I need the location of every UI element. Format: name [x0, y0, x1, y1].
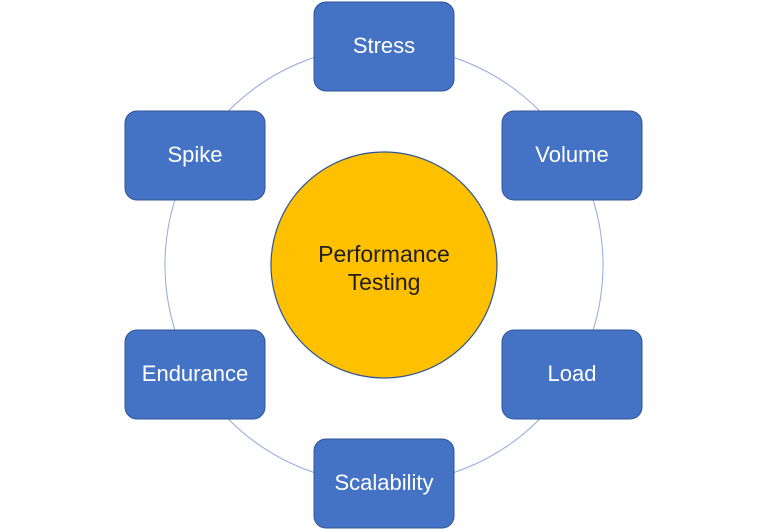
- node-scalability: Scalability: [313, 438, 455, 529]
- node-spike-box: [124, 110, 266, 201]
- node-stress: Stress: [313, 1, 455, 92]
- node-scalability-box: [313, 438, 455, 529]
- node-endurance-box: [124, 329, 266, 420]
- node-endurance: Endurance: [124, 329, 266, 420]
- node-load-label: Load: [548, 361, 597, 386]
- node-volume: Volume: [501, 110, 643, 201]
- center-title-line-1: Performance: [318, 241, 450, 267]
- center-circle: [270, 151, 498, 379]
- node-load: Load: [501, 329, 643, 420]
- center-title-line-2: Testing: [348, 269, 421, 295]
- node-stress-label: Stress: [353, 33, 415, 58]
- node-spike: Spike: [124, 110, 266, 201]
- node-scalability-label: Scalability: [334, 470, 433, 495]
- node-spike-label: Spike: [167, 142, 222, 167]
- node-volume-box: [501, 110, 643, 201]
- node-load-box: [501, 329, 643, 420]
- center-node: Performance Testing: [270, 151, 498, 379]
- node-endurance-label: Endurance: [142, 361, 248, 386]
- node-stress-box: [313, 1, 455, 92]
- node-volume-label: Volume: [535, 142, 608, 167]
